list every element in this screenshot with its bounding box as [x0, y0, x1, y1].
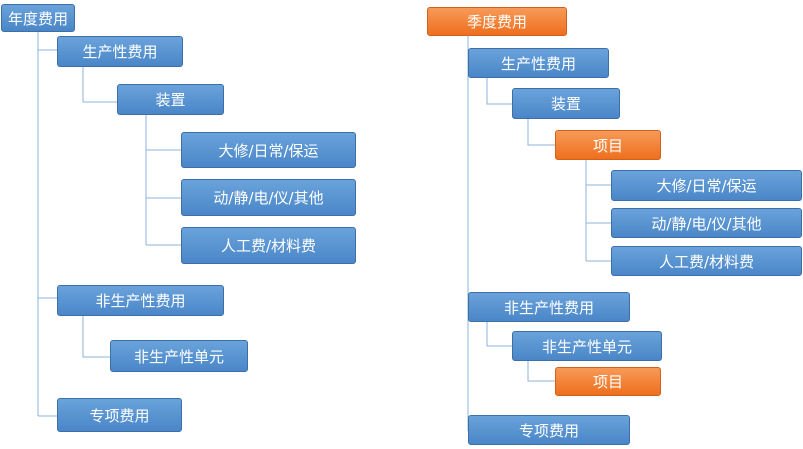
- left-labor-material-node[interactable]: 人工费/材料费: [181, 227, 356, 264]
- right-productive-cost-node[interactable]: 生产性费用: [468, 48, 609, 78]
- left-special-cost-node[interactable]: 专项费用: [57, 398, 182, 432]
- left-nonproductive-cost-node[interactable]: 非生产性费用: [57, 285, 224, 316]
- left-device-node[interactable]: 装置: [117, 84, 224, 115]
- left-nonproductive-unit-node[interactable]: 非生产性单元: [110, 340, 248, 372]
- right-nonproductive-cost-node[interactable]: 非生产性费用: [468, 292, 630, 322]
- left-equipment-node[interactable]: 动/静/电/仪/其他: [181, 179, 356, 216]
- right-project-node[interactable]: 项目: [555, 130, 661, 160]
- left-maintenance-node[interactable]: 大修/日常/保运: [181, 132, 356, 168]
- left-productive-cost-node[interactable]: 生产性费用: [57, 36, 183, 67]
- right-nonproductive-project-node[interactable]: 项目: [555, 367, 661, 396]
- right-equipment-node[interactable]: 动/静/电/仪/其他: [611, 208, 802, 238]
- right-labor-material-node[interactable]: 人工费/材料费: [611, 246, 802, 276]
- annual-cost-root[interactable]: 年度费用: [1, 4, 75, 32]
- right-device-node[interactable]: 装置: [512, 88, 620, 119]
- right-special-cost-node[interactable]: 专项费用: [468, 415, 630, 445]
- quarterly-cost-root[interactable]: 季度费用: [427, 7, 567, 36]
- right-maintenance-node[interactable]: 大修/日常/保运: [611, 170, 802, 201]
- right-nonproductive-unit-node[interactable]: 非生产性单元: [512, 331, 662, 361]
